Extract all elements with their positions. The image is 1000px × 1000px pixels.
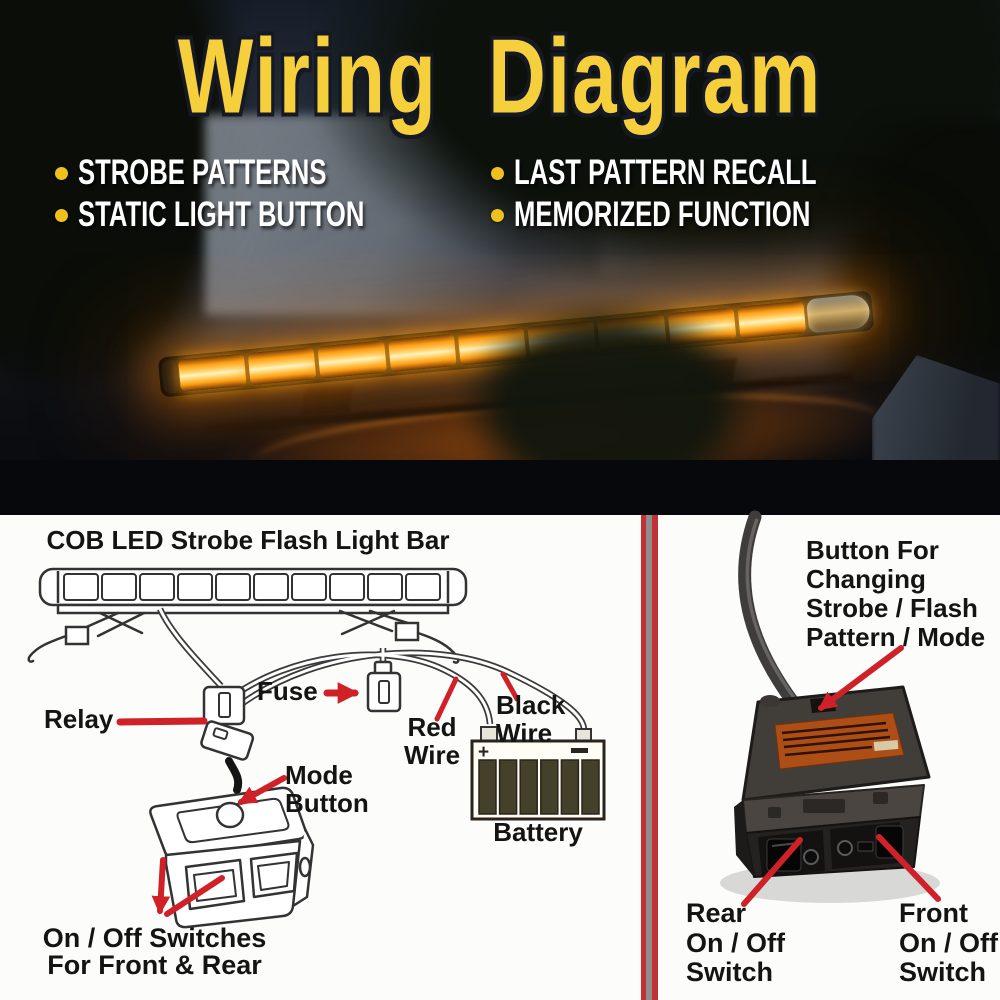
fuse-label: Fuse xyxy=(257,676,318,706)
battery-plus-mark: + xyxy=(478,742,489,763)
control-box-drawing xyxy=(149,786,315,929)
battery-minus-mark xyxy=(571,748,588,753)
wiring-diagram-section: + xyxy=(0,510,1000,1000)
lightbar-end-cap xyxy=(160,359,179,395)
relay-label: Relay xyxy=(44,704,114,734)
relay-connector xyxy=(200,720,255,761)
annotation-arrows xyxy=(116,671,520,917)
bullet-icon xyxy=(491,167,504,180)
page-title: Wiring Diagram xyxy=(177,17,823,135)
embossed-icons xyxy=(768,792,888,818)
feature-static-light-button: STATIC LIGHT BUTTON xyxy=(78,195,365,234)
lightbar-mount-foot xyxy=(300,384,354,416)
feature-memorized-function: MEMORIZED FUNCTION xyxy=(514,195,811,234)
bullet-icon xyxy=(55,209,68,222)
black-wire-label: Black Wire xyxy=(496,690,566,748)
red-wire-label: Red Wire xyxy=(403,712,461,770)
battery-cells xyxy=(478,759,600,815)
led-segment xyxy=(177,353,247,392)
windshield-shadow xyxy=(0,460,1000,515)
black-power-wire xyxy=(225,757,243,794)
bullet-icon xyxy=(55,167,68,180)
led-segment xyxy=(247,347,317,386)
feature-last-pattern-recall: LAST PATTERN RECALL xyxy=(514,153,817,192)
port-right xyxy=(837,840,853,856)
hero-photo: Wiring Diagram STROBE PATTERNS STATIC LI… xyxy=(0,0,1000,515)
relay-part xyxy=(202,685,246,726)
lightbar-dome-lens xyxy=(806,293,871,334)
warning-label-text-lines xyxy=(781,721,891,757)
fuse-part xyxy=(366,660,402,713)
battery-part: + xyxy=(470,726,606,821)
front-switch-label: Front On / Off Switch xyxy=(899,898,998,988)
connector-slot xyxy=(857,841,874,852)
control-box-body xyxy=(734,685,931,878)
label-barcode xyxy=(873,739,899,752)
annotation-arrows xyxy=(741,645,941,907)
lightbar-drawing xyxy=(38,567,468,615)
led-segment xyxy=(317,340,387,379)
control-box-photo xyxy=(720,510,941,907)
wiring-harness xyxy=(157,607,588,731)
feature-strobe-patterns: STROBE PATTERNS xyxy=(78,153,327,192)
power-cable xyxy=(738,510,800,709)
mode-button-callout: Button For Changing Strobe / Flash Patte… xyxy=(806,535,986,653)
panel-divider xyxy=(641,515,658,1000)
switches-label: On / Off Switches For Front & Rear xyxy=(42,923,267,980)
cable-entry xyxy=(760,695,780,707)
front-rocker-switch xyxy=(875,825,904,859)
bullet-icon xyxy=(491,209,504,222)
battery-label: Battery xyxy=(493,817,583,847)
mounting-brackets xyxy=(27,609,460,664)
led-segment xyxy=(387,333,457,372)
mode-button-label: Mode Button xyxy=(285,760,369,818)
cable-highlight xyxy=(745,518,797,701)
wiring-diagram-drawing: + xyxy=(27,567,606,929)
port-left xyxy=(803,849,819,865)
diagram-title: COB LED Strobe Flash Light Bar xyxy=(46,525,450,555)
rear-switch-label: Rear On / Off Switch xyxy=(686,898,785,988)
